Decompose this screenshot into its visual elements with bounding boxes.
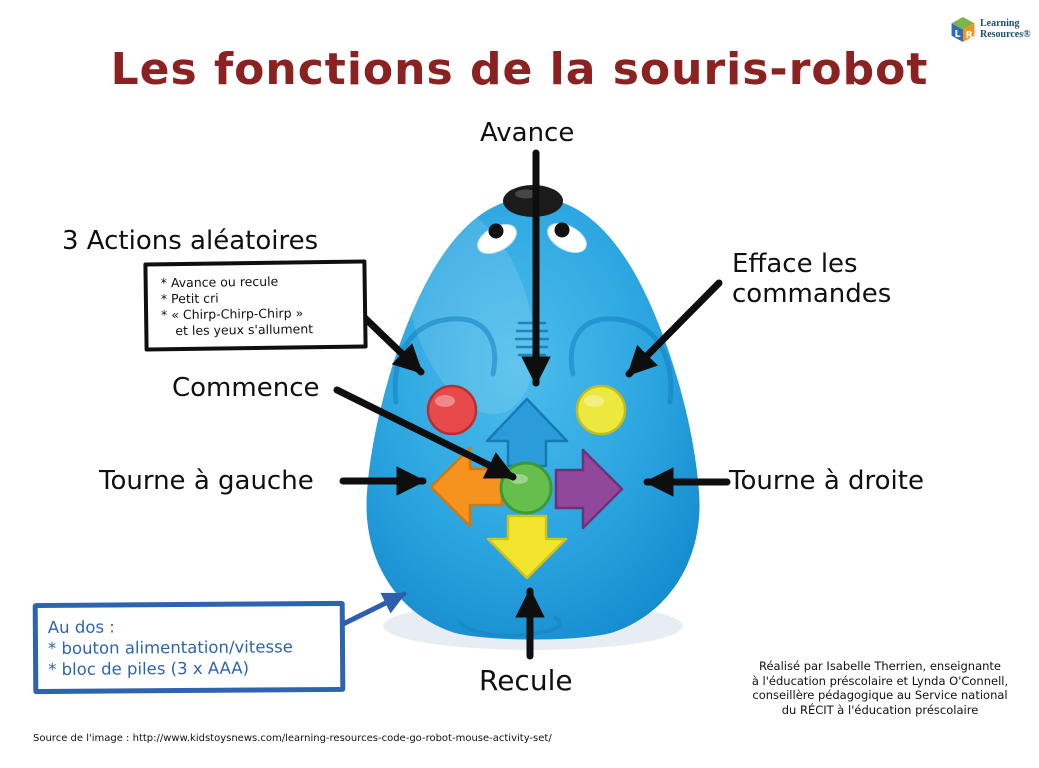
logo-text: Learning Resources® xyxy=(980,18,1031,40)
go-button xyxy=(499,461,553,515)
mouse-pupil-right xyxy=(554,222,570,238)
label-tourne-droite: Tourne à droite xyxy=(729,466,924,496)
back-info-line: Au dos : xyxy=(47,617,115,637)
credit-line: du RÉCIT à l'éducation préscolaire xyxy=(781,702,979,717)
back-info-box: Au dos : * bouton alimentation/vitesse *… xyxy=(32,600,346,695)
actions-note-line: et les yeux s'allument xyxy=(175,321,314,339)
mouse-pupil-left xyxy=(488,223,504,239)
actions-note-box: * Avance ou recule * Petit cri * « Chirp… xyxy=(143,259,368,352)
label-commence: Commence xyxy=(172,373,320,403)
body-highlight xyxy=(405,205,535,415)
label-avance: Avance xyxy=(480,118,575,148)
ear-crease-right xyxy=(568,316,674,405)
nose-highlight xyxy=(515,189,537,199)
clear-button-highlight xyxy=(584,395,604,407)
back-info-line: * bloc de piles (3 x AAA) xyxy=(48,658,250,679)
random-action-button xyxy=(426,384,478,436)
credit-line: Réalisé par Isabelle Therrien, enseignan… xyxy=(758,659,1001,673)
clear-button xyxy=(575,384,627,436)
logo-text-line1: Learning xyxy=(980,18,1020,29)
label-tourne-gauche: Tourne à gauche xyxy=(99,466,314,496)
learning-resources-logo: L R Learning Resources® xyxy=(950,16,1031,43)
annotation-arrows xyxy=(332,149,731,660)
speaker-grill xyxy=(514,321,550,357)
logo-letter-r: R xyxy=(966,30,973,41)
logo-letter-l: L xyxy=(955,29,961,40)
turn-right-arrow-button xyxy=(554,448,624,530)
mouse-tail xyxy=(457,616,562,638)
arrow-back-info xyxy=(332,591,407,631)
credit-text: Réalisé par Isabelle Therrien, enseignan… xyxy=(744,659,1016,717)
label-efface: Efface les commandes xyxy=(732,249,892,309)
page-title: Les fonctions de la souris-robot xyxy=(110,44,929,95)
credit-line: conseillère pédagogique au Service natio… xyxy=(752,688,1008,702)
credit-line: à l'éducation préscolaire et Lynda O'Con… xyxy=(751,673,1009,688)
back-info-line: * bouton alimentation/vitesse xyxy=(47,637,293,658)
logo-text-line2: Resources® xyxy=(980,28,1031,40)
label-actions-title: 3 Actions aléatoires xyxy=(62,226,319,256)
arrow-efface xyxy=(625,279,723,378)
logo-cube-icon: L R xyxy=(951,17,975,42)
arrow-commence xyxy=(333,386,517,481)
source-text: Source de l'image : http://www.kidstoysn… xyxy=(33,733,552,744)
label-recule: Recule xyxy=(479,664,573,697)
random-button-highlight xyxy=(435,395,455,407)
backward-arrow-button xyxy=(486,514,568,580)
